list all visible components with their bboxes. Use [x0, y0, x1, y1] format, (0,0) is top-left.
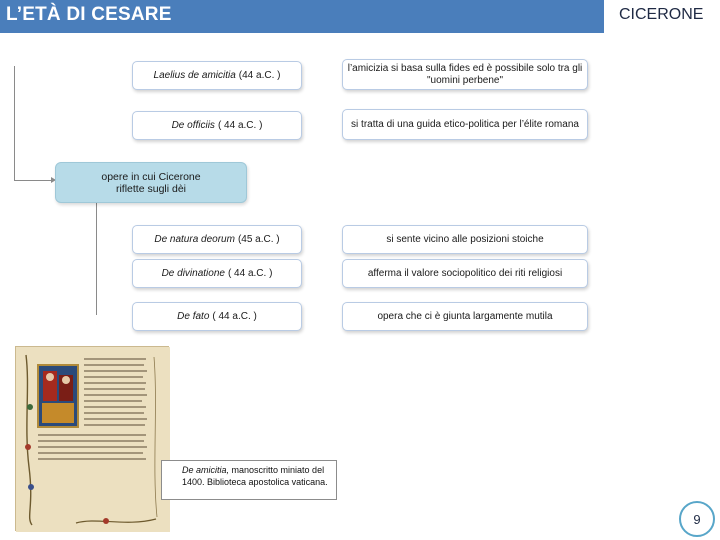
- work-laelius-de-amicitia: Laelius de amicitia(44 a.C. ): [132, 61, 302, 90]
- tree-connector-vertical-2: [96, 203, 97, 315]
- page-number-badge: 9: [679, 501, 715, 537]
- note-text: l’amicizia si basa sulla fides ed è poss…: [347, 63, 583, 87]
- image-caption: De amicitia, manoscritto miniato del 140…: [161, 460, 337, 500]
- note-text: si tratta di una guida etico-politica pe…: [351, 119, 579, 131]
- work-date: ( 44 a.C. ): [228, 268, 272, 280]
- tree-connector-vertical: [14, 66, 15, 180]
- section-label: opere in cui Cicerone riflette sugli dèi: [86, 171, 216, 195]
- note-laelius-de-amicitia: l’amicizia si basa sulla fides ed è poss…: [342, 59, 588, 90]
- manuscript-image: [15, 346, 169, 531]
- note-de-officiis: si tratta di una guida etico-politica pe…: [342, 109, 588, 140]
- work-title: De natura deorum: [154, 234, 235, 246]
- work-date: ( 44 a.C. ): [218, 120, 262, 132]
- work-de-divinatione: De divinatione( 44 a.C. ): [132, 259, 302, 288]
- manuscript-illustration: [16, 347, 170, 532]
- note-de-fato: opera che ci è giunta largamente mutila: [342, 302, 588, 331]
- work-date: ( 44 a.C. ): [212, 311, 256, 323]
- work-de-natura-deorum: De natura deorum(45 a.C. ): [132, 225, 302, 254]
- note-text: si sente vicino alle posizioni stoiche: [386, 234, 543, 246]
- work-title: Laelius de amicitia: [154, 70, 236, 82]
- work-title: De officiis: [172, 120, 215, 132]
- note-text: afferma il valore sociopolitico dei riti…: [368, 268, 562, 280]
- work-date: (44 a.C. ): [239, 70, 281, 82]
- work-title: De fato: [177, 311, 209, 323]
- slide-header: L’ETÀ DI CESARE CICERONE: [0, 0, 720, 33]
- section-religious-works: opere in cui Cicerone riflette sugli dèi: [55, 162, 247, 203]
- work-date: (45 a.C. ): [238, 234, 280, 246]
- slide-title: L’ETÀ DI CESARE: [6, 4, 172, 26]
- page-number: 9: [693, 512, 700, 527]
- note-de-divinatione: afferma il valore sociopolitico dei riti…: [342, 259, 588, 288]
- work-title: De divinatione: [162, 268, 225, 280]
- section-title: CICERONE: [619, 6, 703, 24]
- work-de-fato: De fato( 44 a.C. ): [132, 302, 302, 331]
- work-de-officiis: De officiis( 44 a.C. ): [132, 111, 302, 140]
- note-text: opera che ci è giunta largamente mutila: [377, 311, 552, 323]
- tree-connector-horizontal: [14, 180, 54, 181]
- note-de-natura-deorum: si sente vicino alle posizioni stoiche: [342, 225, 588, 254]
- caption-title: De amicitia,: [182, 465, 229, 475]
